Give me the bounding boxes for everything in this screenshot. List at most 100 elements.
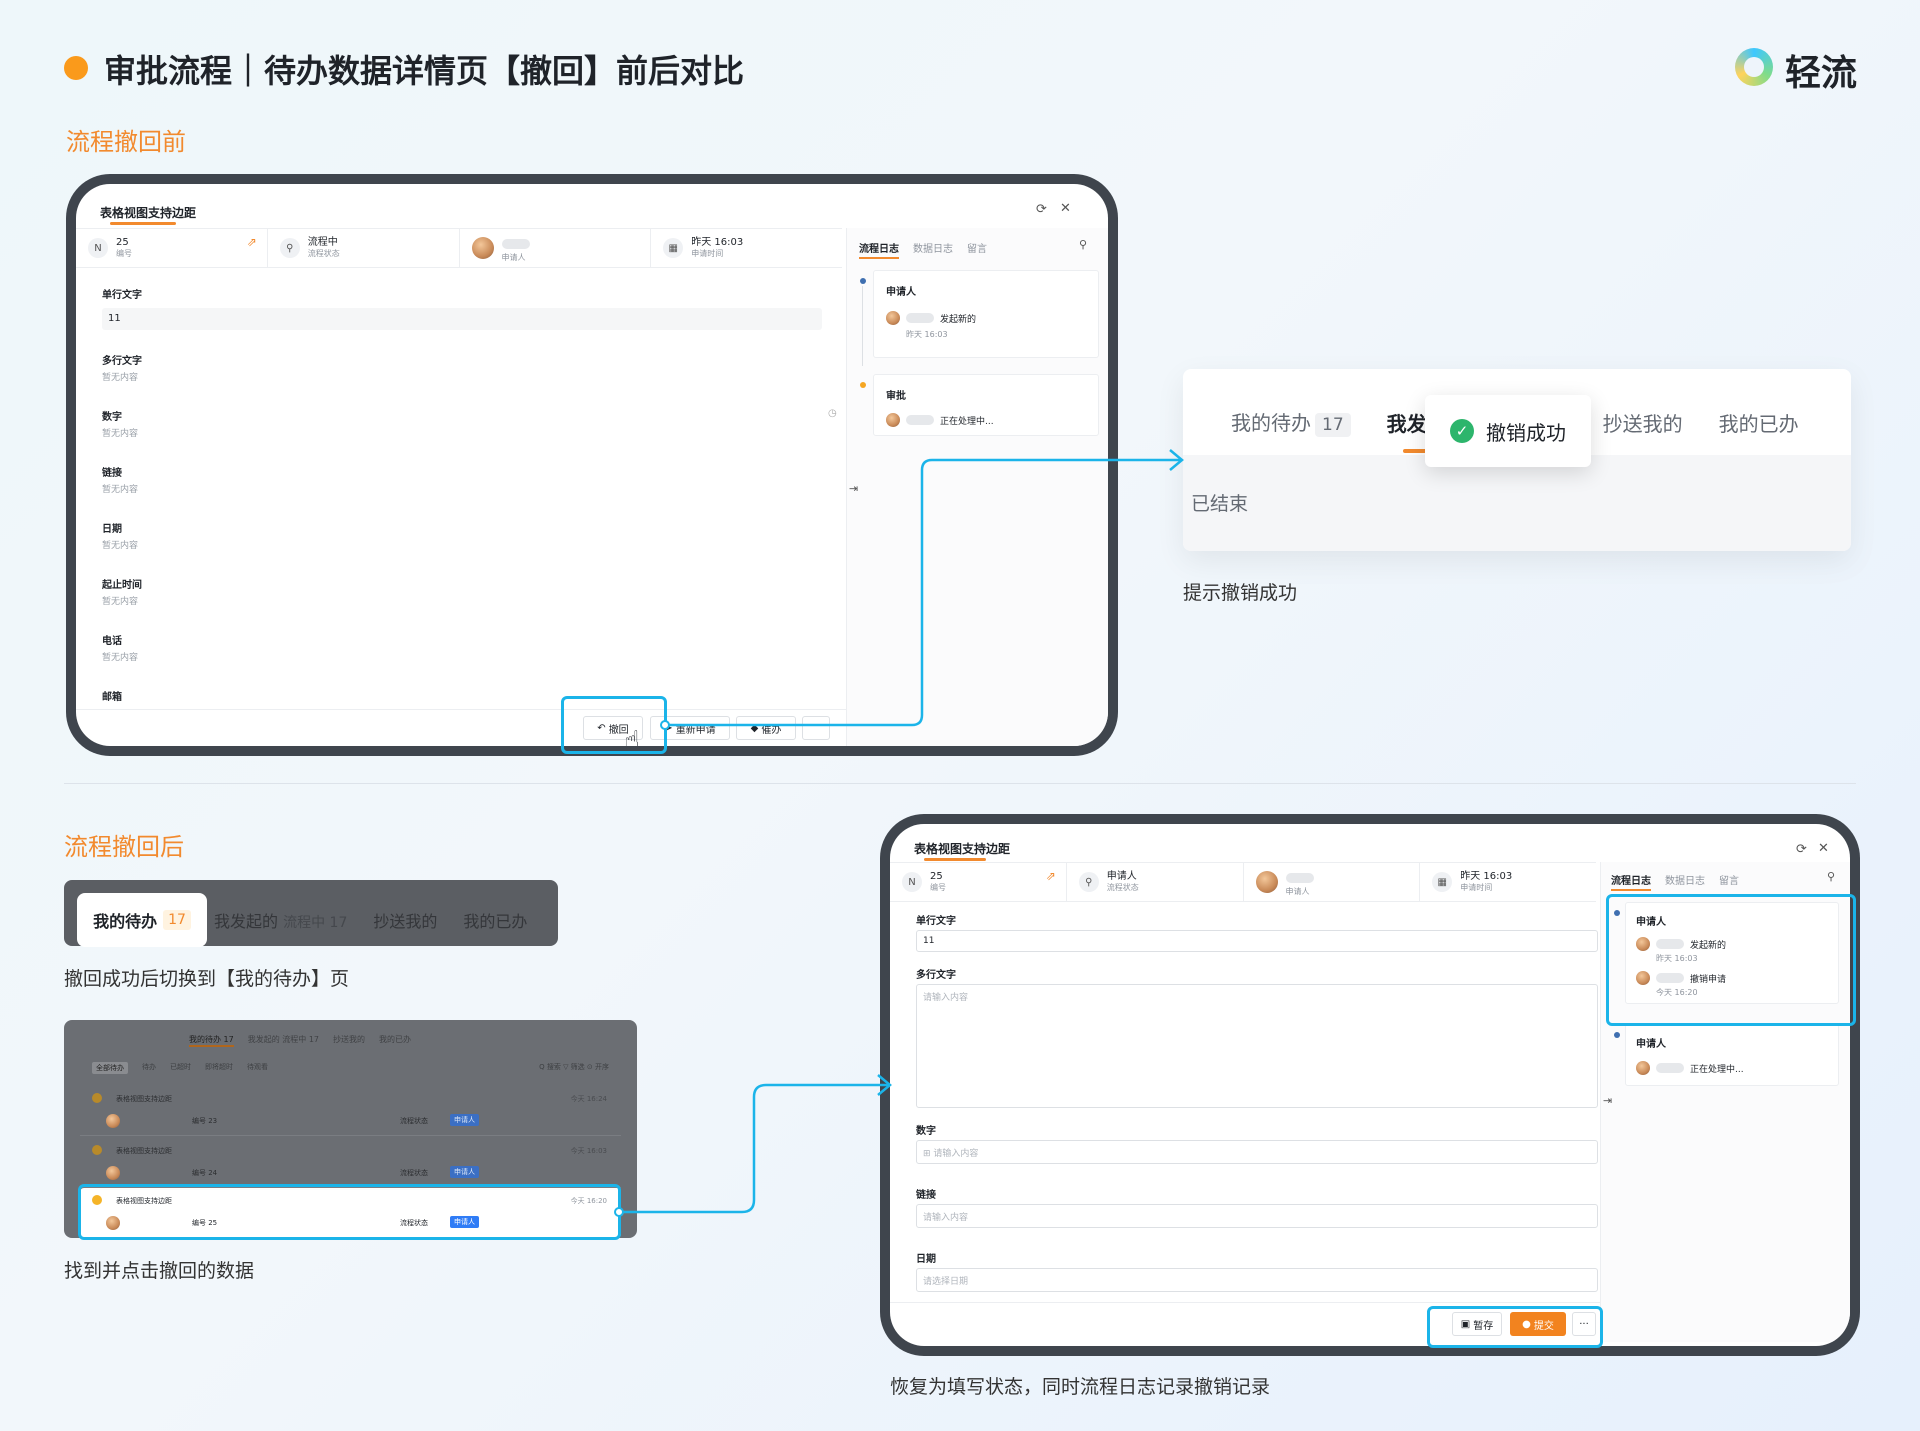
submit-label: 提交 xyxy=(1533,1320,1554,1332)
list-caption: 找到并点击撤回的数据 xyxy=(64,1260,255,1282)
tab-comment[interactable]: 留言 xyxy=(967,244,987,255)
list-tab[interactable]: 我发起的 流程中 17 xyxy=(247,1035,319,1044)
log-time: 昨天 16:03 xyxy=(906,330,948,339)
list-item[interactable]: 表格视图支持边距 今天 16:03 编号 24 流程状态 申请人 xyxy=(80,1138,621,1188)
log-time: 今天 16:20 xyxy=(1656,988,1698,997)
multi-text-input[interactable]: 请输入内容 xyxy=(916,984,1598,1108)
flowchart-icon[interactable]: ⚲ xyxy=(1827,870,1836,883)
placeholder: 请输入内容 xyxy=(933,1149,979,1159)
withdraw-button[interactable]: ↶撤回 xyxy=(583,716,643,740)
withdraw-success-toast: ✓ 撤销成功 xyxy=(1425,395,1591,467)
filter-chip[interactable]: 待办 xyxy=(142,1063,156,1071)
blurred-name xyxy=(1656,973,1684,983)
log-card-applicant: 申请人 发起新的 昨天 16:03 xyxy=(873,270,1099,358)
connector-before xyxy=(667,458,1180,727)
side-tabs: 流程日志 数据日志 留言 xyxy=(859,240,987,259)
field-label: 链接 xyxy=(102,468,122,479)
log-card-applicant-2: 申请人 正在处理中... xyxy=(1625,1024,1839,1086)
date-input[interactable]: 请选择日期 xyxy=(916,1268,1598,1292)
list-tab[interactable]: 我的已办 xyxy=(379,1035,411,1044)
single-text-input[interactable]: 11 xyxy=(916,930,1598,952)
field-label: 多行文字 xyxy=(102,356,142,367)
number-input[interactable]: ⊞ 请输入内容 xyxy=(916,1140,1598,1164)
tab-cc-me[interactable]: 抄送我的 xyxy=(1602,411,1683,436)
filter-chip[interactable]: 即将超时 xyxy=(205,1063,233,1071)
refresh-icon[interactable]: ⟳ xyxy=(1796,842,1807,857)
field-label: 链接 xyxy=(916,1190,936,1201)
tab-my-started[interactable]: 我发起的 流程中 17 xyxy=(214,908,347,932)
list-item-title: 表格视图支持边距 xyxy=(116,1095,172,1103)
tab-data-log[interactable]: 数据日志 xyxy=(1665,876,1705,887)
filter-chip[interactable]: 全部待办 xyxy=(92,1062,128,1074)
log-card-applicant: 申请人 发起新的 昨天 16:03 撤销申请 今天 16:20 xyxy=(1625,902,1839,1004)
tab-my-todo-active[interactable]: 我的待办 17 xyxy=(77,893,207,947)
tab-label: 我的待办 xyxy=(1231,411,1311,435)
list-tab[interactable]: 我的待办 17 xyxy=(189,1034,234,1047)
tab-my-done[interactable]: 我的已办 xyxy=(463,912,528,931)
calendar-icon: ▦ xyxy=(1432,872,1453,892)
list-item[interactable]: 表格视图支持边距 今天 16:24 编号 23 流程状态 申请人 xyxy=(80,1086,621,1136)
tab-cc-me[interactable]: 抄送我的 xyxy=(373,912,438,931)
filter-chip[interactable]: 已超时 xyxy=(170,1063,191,1071)
tab-data-log[interactable]: 数据日志 xyxy=(913,244,953,255)
status-dot xyxy=(92,1195,102,1205)
tabs-caption: 撤回成功后切换到【我的待办】页 xyxy=(64,968,350,990)
field-value: 暂无内容 xyxy=(102,429,139,439)
collapse-icon[interactable]: ⇥ xyxy=(849,482,859,495)
close-icon[interactable]: ✕ xyxy=(1818,841,1829,856)
number-label: 编号 xyxy=(116,249,132,258)
field-value: 暂无内容 xyxy=(102,485,139,495)
log-action: 撤销申请 xyxy=(1690,974,1727,985)
number-icon: N xyxy=(88,238,108,258)
more-button[interactable]: ··· xyxy=(1572,1312,1596,1336)
tab-label: 我发起的 xyxy=(214,912,279,931)
status-badge: 申请人 xyxy=(450,1166,479,1178)
window-title: 表格视图支持边距 xyxy=(914,842,1011,856)
save-draft-button[interactable]: ▣暂存 xyxy=(1452,1312,1502,1336)
connector-after xyxy=(621,1083,888,1214)
submit-button[interactable]: ●提交 xyxy=(1510,1312,1566,1336)
number-icon: ⊞ xyxy=(923,1149,934,1159)
number-icon: N xyxy=(902,872,922,892)
flowchart-icon[interactable]: ⚲ xyxy=(1079,238,1088,251)
collapse-icon[interactable]: ⇥ xyxy=(1603,1094,1613,1107)
share-icon[interactable]: ⇗ xyxy=(1045,869,1056,883)
tab-flow-log[interactable]: 流程日志 xyxy=(859,240,899,259)
history-icon[interactable]: ◷ xyxy=(828,408,837,419)
filter-chip[interactable]: 待观看 xyxy=(247,1063,268,1071)
field-label: 单行文字 xyxy=(102,290,142,301)
more-button[interactable] xyxy=(802,716,830,740)
tab-comment[interactable]: 留言 xyxy=(1719,876,1739,887)
list-item-selected[interactable]: 表格视图支持边距 今天 16:20 编号 25 流程状态 申请人 xyxy=(80,1188,621,1238)
status-badge: 申请人 xyxy=(450,1114,479,1126)
link-input[interactable]: 请输入内容 xyxy=(916,1204,1598,1228)
list-tools[interactable]: Q 搜索 ▽ 筛选 ⊙ 开序 xyxy=(539,1063,609,1071)
section-divider xyxy=(64,783,1856,784)
action-buttons-highlight xyxy=(1427,1306,1603,1348)
log-line-withdraw: 撤销申请 xyxy=(1636,971,1726,985)
todo-list-preview: 我的待办 17 我发起的 流程中 17 抄送我的 我的已办 全部待办 待办 已超… xyxy=(64,1020,637,1238)
status-dot xyxy=(92,1093,102,1103)
log-dot xyxy=(860,382,866,388)
withdraw-icon: ↶ xyxy=(597,722,606,734)
status-label: 流程状态 xyxy=(1106,883,1139,892)
log-line: 正在处理中... xyxy=(1636,1061,1744,1075)
connector-arrow xyxy=(877,1074,892,1096)
refresh-icon[interactable]: ⟳ xyxy=(1036,202,1047,217)
tab-label: 我的待办 xyxy=(93,912,158,931)
tab-my-done[interactable]: 我的已办 xyxy=(1718,411,1799,436)
list-tab[interactable]: 抄送我的 xyxy=(333,1035,365,1044)
blurred-name xyxy=(1656,939,1684,949)
number-value: 25 xyxy=(116,237,129,248)
log-line: 发起新的 xyxy=(1636,937,1726,951)
close-icon[interactable]: ✕ xyxy=(1060,201,1071,216)
share-icon[interactable]: ⇗ xyxy=(246,235,257,249)
tab-flow-log[interactable]: 流程日志 xyxy=(1611,872,1651,891)
tab-underline xyxy=(1403,449,1429,453)
time-value: 昨天 16:03 xyxy=(1460,871,1513,882)
urge-button[interactable]: ◆催办 xyxy=(736,716,796,740)
blurred-name xyxy=(501,238,530,249)
